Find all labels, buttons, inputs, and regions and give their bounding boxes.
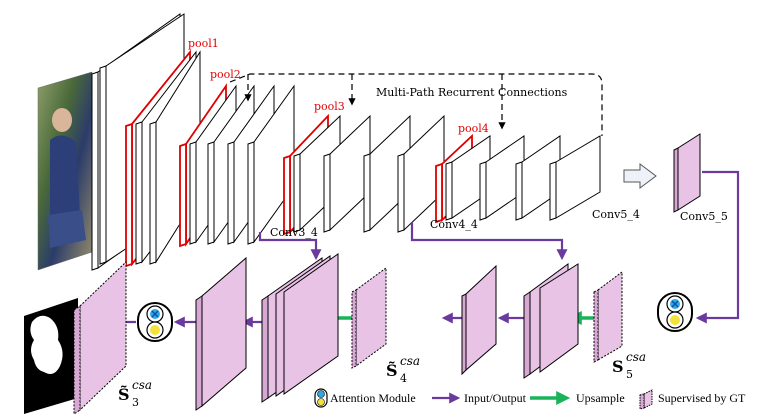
legend-io-label: Input/Output: [464, 391, 527, 405]
conv5-slab-4: [549, 135, 601, 221]
attention-module-5: [657, 292, 693, 332]
pool3-label: pool3: [314, 100, 345, 113]
s5-base: S: [612, 357, 624, 376]
attention-modules: [137, 292, 693, 342]
pool1-label: pool1: [188, 37, 219, 50]
conv4-4-label: Conv4_4: [430, 218, 478, 231]
s4-base: S̃: [386, 361, 398, 380]
legend-supervised-label: Supervised by GT: [658, 391, 746, 405]
conv3-4-label: Conv3_4: [270, 226, 318, 239]
decoder-s4-map: [351, 267, 387, 369]
decoder-block-4: [523, 263, 579, 379]
label-s3: S̃ csa 3: [118, 378, 152, 409]
input-image: [37, 71, 93, 271]
conv5-slab-2: [479, 135, 525, 221]
s3-sub: 3: [132, 396, 139, 409]
pool2-label: pool2: [210, 68, 241, 81]
attention-module-3: [137, 302, 173, 342]
s5-sup: csa: [626, 350, 646, 364]
label-s5: S csa 5: [612, 350, 646, 381]
legend-supervised-icon: [639, 389, 653, 410]
decoder-block-3: [261, 253, 339, 403]
pool4-label: pool4: [458, 122, 489, 135]
hollow-arrow: [623, 163, 657, 189]
conv5-5-block: [673, 133, 701, 213]
decoder-block-4b: [461, 264, 497, 376]
s3-sup: csa: [132, 378, 152, 392]
decoder-block-2: [195, 256, 247, 411]
conv5-4-label: Conv5_4: [592, 208, 640, 221]
legend-attention-label: Attention Module: [330, 391, 416, 405]
io-arrows: [113, 170, 740, 328]
s3-base: S̃: [118, 385, 130, 404]
legend-attention-icon: [314, 388, 328, 408]
conv4-slab-2: [323, 114, 371, 233]
recurrent-connections: [229, 73, 603, 136]
conv4-slab-4: [397, 114, 445, 233]
legend-upsample-label: Upsample: [576, 391, 625, 405]
ground-truth-mask: [24, 298, 78, 414]
s5-sub: 5: [626, 368, 633, 381]
conv5-5-label: Conv5_5: [680, 210, 728, 223]
recurrent-label: Multi-Path Recurrent Connections: [376, 86, 568, 99]
decoder-s3-map: [73, 260, 127, 415]
decoder-s5-map: [593, 271, 623, 363]
s4-sub: 4: [400, 372, 407, 385]
encoder-backbone: [91, 13, 601, 271]
legend: Attention Module Input/Output Upsample S…: [314, 388, 746, 410]
label-s4: S̃ csa 4: [386, 354, 420, 385]
s4-sup: csa: [400, 354, 420, 368]
